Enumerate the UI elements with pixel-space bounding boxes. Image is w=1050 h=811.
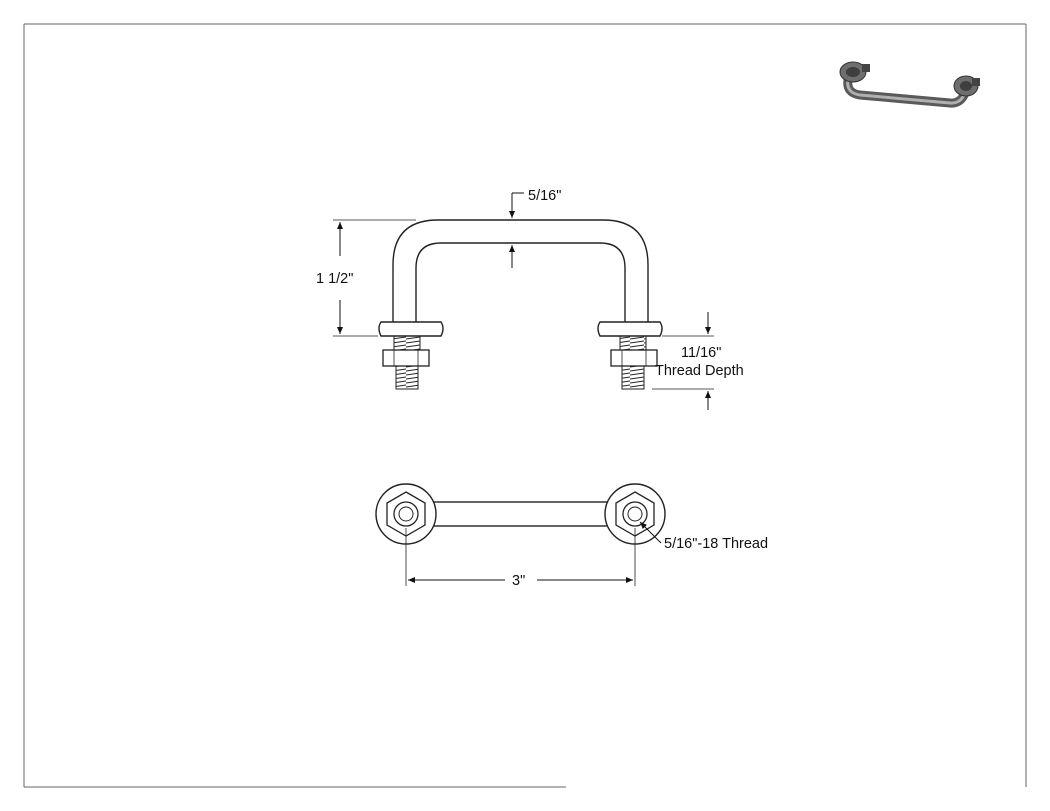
- thread-spec-label: 5/16"-18 Thread: [664, 536, 768, 552]
- rod-diameter-label: 5/16": [528, 188, 561, 204]
- thread-depth-label: Thread Depth: [655, 363, 744, 379]
- drawing-frame: [23, 23, 1027, 788]
- top-view: [375, 483, 666, 545]
- height-dimension: 1 1/2": [316, 219, 416, 337]
- thread-spec-callout: 5/16"-18 Thread: [639, 521, 768, 552]
- center-spacing-label: 3": [512, 573, 525, 589]
- thread-depth-dimension: 11/16" Thread Depth: [652, 312, 744, 410]
- center-spacing-dimension: 3": [405, 528, 636, 589]
- front-view: [378, 219, 663, 390]
- rod-diameter-dimension: 5/16": [509, 188, 561, 268]
- handle-3d-render: [839, 61, 980, 108]
- height-label: 1 1/2": [316, 271, 353, 287]
- thread-depth-value: 11/16": [681, 345, 721, 361]
